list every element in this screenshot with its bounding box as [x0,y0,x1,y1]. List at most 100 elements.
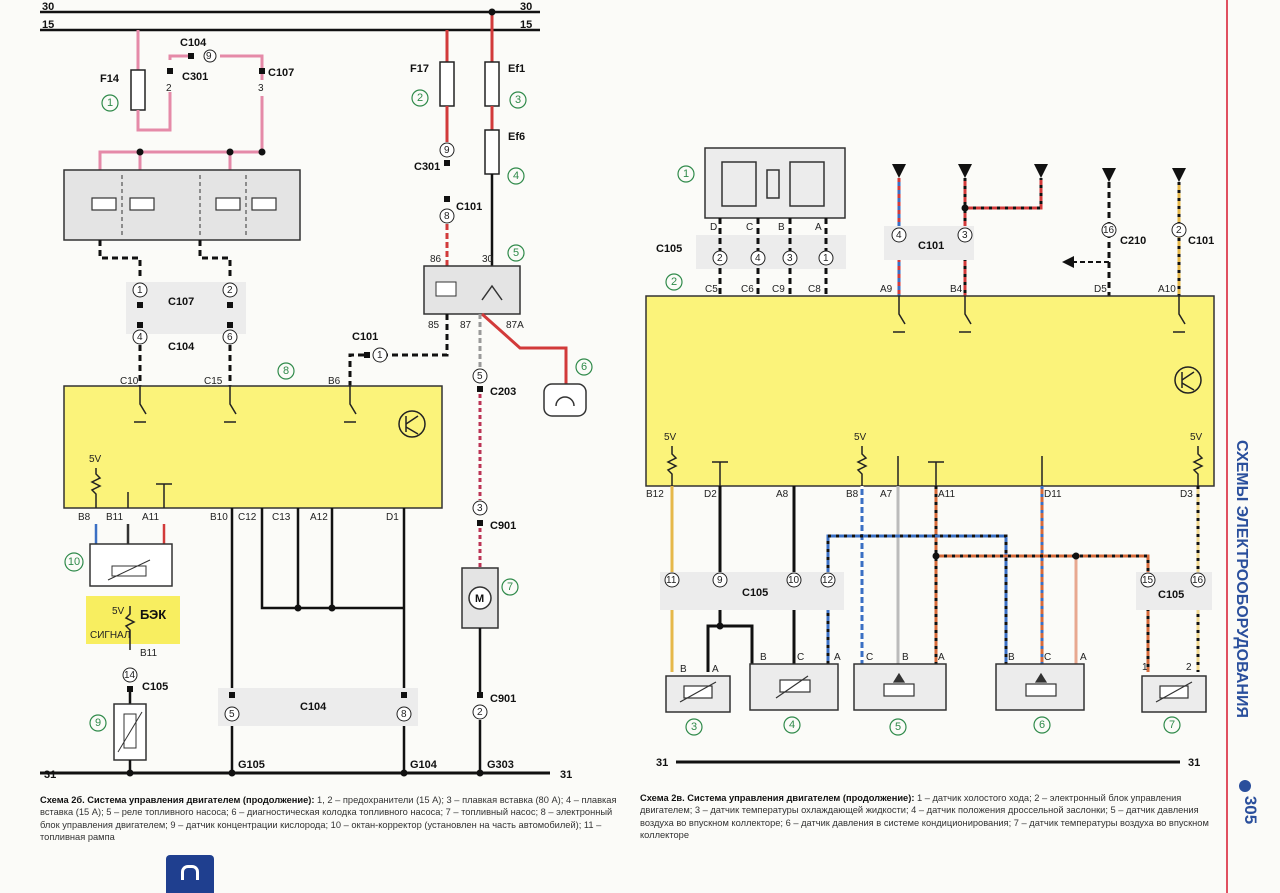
svg-text:12: 12 [822,575,834,586]
fuse-ef1 [484,61,500,107]
svg-text:3: 3 [691,721,697,733]
svg-text:3: 3 [515,94,521,106]
svg-text:7: 7 [1169,719,1175,731]
svg-text:C: C [866,652,873,663]
svg-text:C15: C15 [204,376,223,387]
side-title-text: СХЕМЫ ЭЛЕКТРООБОРУДОВАНИЯ [1233,440,1250,718]
fuse-f14 [130,69,146,111]
fuse-ef1-label: Ef1 [508,63,525,75]
svg-text:14: 14 [124,670,136,681]
corner-tab [166,855,214,893]
left-caption-title: Схема 2б. Система управления двигателем … [40,795,315,805]
svg-text:A7: A7 [880,489,893,500]
corner-tab-icon [181,865,199,880]
svg-text:D1: D1 [386,512,399,523]
page-number-dot [1239,780,1251,792]
svg-text:4: 4 [789,719,795,731]
ground-g105: G105 [238,759,265,771]
svg-text:A: A [712,664,719,675]
svg-text:5: 5 [895,721,901,733]
svg-text:2: 2 [166,83,172,94]
svg-text:1: 1 [683,168,689,180]
svg-text:A10: A10 [1158,284,1176,295]
svg-text:9: 9 [717,575,723,586]
svg-text:15: 15 [1142,575,1154,586]
ecu-left [63,385,443,509]
c901-a-label: C901 [490,520,516,532]
svg-text:A: A [1080,652,1087,663]
right-callouts: 1 2 3 4 5 6 7 [665,165,1181,736]
svg-text:2: 2 [671,276,677,288]
c104-c-label: C104 [300,701,327,713]
svg-text:B: B [902,652,909,663]
svg-text:7: 7 [507,581,513,593]
svg-text:6: 6 [227,332,233,343]
rail-31-right-right: 31 [1188,757,1200,769]
right-caption-title: Схема 2в. Система управления двигателем … [640,793,915,803]
svg-text:A9: A9 [880,284,893,295]
svg-text:5V: 5V [664,432,677,443]
ground-g104: G104 [410,759,438,771]
svg-text:B12: B12 [646,489,664,500]
c104-top-label: C104 [180,37,207,49]
svg-text:3: 3 [962,230,968,241]
svg-text:B11: B11 [106,512,123,523]
rail-31-right-left: 31 [656,757,668,769]
svg-text:9: 9 [206,51,212,62]
right-caption-text: 1 – датчик холостого хода; 2 – электронн… [640,793,1209,841]
svg-text:B: B [760,652,767,663]
rail-15-left: 15 [42,19,54,31]
c104-b-label: C104 [168,341,195,353]
c105-right-b-label: C105 [1158,589,1184,601]
svg-text:1: 1 [137,285,143,296]
svg-text:B: B [680,664,687,675]
c101-right-a-label: C101 [918,240,944,252]
bek-title: БЭК [140,607,166,622]
c101-b-label: C101 [352,331,378,343]
svg-text:B: B [1008,652,1015,663]
svg-text:2: 2 [1186,662,1192,673]
svg-text:6: 6 [1039,719,1045,731]
svg-text:B8: B8 [78,512,91,523]
rail-30-left: 30 [42,1,54,13]
svg-text:3: 3 [477,503,483,514]
c301-a-label: C301 [182,71,208,83]
svg-text:11: 11 [666,575,677,586]
octane-corrector [89,543,173,587]
svg-text:C13: C13 [272,512,291,523]
svg-text:C10: C10 [120,376,139,387]
svg-text:86: 86 [430,254,442,265]
svg-text:30: 30 [482,254,494,265]
svg-text:D11: D11 [1044,489,1062,500]
svg-text:1: 1 [1142,662,1148,673]
fuse-ef6-label: Ef6 [508,131,525,143]
bek-highlight [86,596,180,644]
svg-text:5V: 5V [112,606,125,617]
svg-text:C8: C8 [808,284,821,295]
rail-31-right: 31 [560,769,572,781]
svg-text:A12: A12 [310,512,328,523]
rail-30-right: 30 [520,1,532,13]
svg-text:D2: D2 [704,489,717,500]
svg-text:A: A [834,652,841,663]
svg-text:87: 87 [460,320,472,331]
svg-text:A: A [938,652,945,663]
svg-text:2: 2 [417,92,423,104]
c210-label: C210 [1120,235,1146,247]
c901-b-label: C901 [490,693,516,705]
fuse-f17-label: F17 [410,63,429,75]
svg-text:2: 2 [477,707,483,718]
c101-a-label: C101 [456,201,482,213]
rail-31-left: 31 [44,769,56,781]
c105-right-label: C105 [742,587,768,599]
svg-text:5: 5 [513,247,519,259]
svg-text:6: 6 [581,361,587,373]
fuse-ef6 [484,129,500,175]
c105-left-label: C105 [142,681,168,693]
svg-text:A11: A11 [142,512,159,523]
page-edge-rule [1226,0,1228,893]
c101-right-b-label: C101 [1188,235,1214,247]
svg-text:2: 2 [227,285,233,296]
fuse-f17 [439,61,455,107]
